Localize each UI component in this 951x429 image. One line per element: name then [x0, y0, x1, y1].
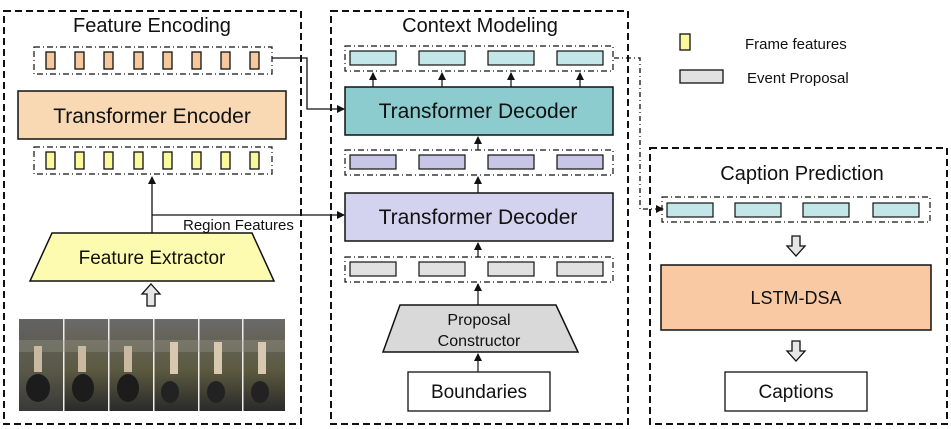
context-query-cell [556, 50, 604, 66]
event-proposal-cell [487, 261, 535, 277]
intermediate-query-cell [487, 154, 535, 170]
caption-query-cell [872, 202, 920, 218]
feature-extractor-label: Feature Extractor [79, 248, 226, 269]
video-frame-strip [19, 319, 285, 411]
encoded-feature-cell [220, 51, 231, 70]
transformer-decoder-bottom-block [344, 192, 614, 242]
frame-feature-row [33, 146, 273, 175]
down-arrow-icon [785, 340, 807, 362]
frame-feature-cell [133, 151, 144, 170]
encoded-to-decoder-arrow [272, 57, 345, 113]
caption-query-cell [666, 202, 714, 218]
intermediate-query-row [344, 149, 614, 176]
encoded-feature-cell [133, 51, 144, 70]
boundaries-label: Boundaries [431, 382, 527, 403]
intermediate-query-cell [418, 154, 466, 170]
context-query-cell [487, 50, 535, 66]
caption-query-row [661, 196, 931, 223]
caption-prediction-panel [649, 147, 948, 425]
event-proposal-legend-swatch [679, 69, 724, 84]
encoded-feature-cell [103, 51, 114, 70]
frame-feature-cell [249, 151, 260, 170]
lstm-dsa-label: LSTM-DSA [750, 288, 841, 308]
context-modeling-panel [330, 10, 629, 425]
transformer-decoder-bottom-label: Transformer Decoder [379, 206, 578, 229]
caption-query-cell [734, 202, 782, 218]
caption-prediction-title: Caption Prediction [720, 163, 883, 185]
encoded-feature-cell [162, 51, 173, 70]
boundaries-block [407, 371, 551, 412]
encoded-feature-cells [45, 51, 260, 70]
caption-query-cell [802, 202, 850, 218]
context-to-caption-arrow [614, 57, 664, 213]
frame-feature-cell [162, 151, 173, 170]
frame-features-legend-label: Frame features [745, 36, 847, 53]
frame-feature-cell [74, 151, 85, 170]
lstm-dsa-block [660, 264, 932, 331]
event-proposal-legend-label: Event Proposal [747, 70, 849, 87]
transformer-encoder-block [17, 90, 287, 140]
region-features-label: Region Features [183, 217, 294, 234]
down-arrow-icon [785, 235, 807, 257]
event-proposal-cell [349, 261, 397, 277]
feature-extractor-block [28, 232, 276, 282]
intermediate-query-cell [349, 154, 397, 170]
context-modeling-title: Context Modeling [402, 15, 558, 37]
feature-encoding-panel [3, 10, 302, 425]
context-query-cell [349, 50, 397, 66]
context-query-row [344, 45, 614, 72]
frame-feature-cell [103, 151, 114, 170]
encoded-feature-cell [45, 51, 56, 70]
legend: Frame features Event Proposal [679, 33, 849, 87]
proposal-constructor-block [381, 304, 580, 353]
event-proposal-cell [418, 261, 466, 277]
proposal-constructor-label-line2: Constructor [438, 333, 521, 350]
transformer-decoder-top-block [344, 86, 614, 136]
frame-feature-cell [45, 151, 56, 170]
encoded-feature-cell [74, 51, 85, 70]
frame-feature-cell [220, 151, 231, 170]
up-arrow-icon [140, 283, 162, 307]
encoded-feature-cell [249, 51, 260, 70]
frame-feature-cell [191, 151, 202, 170]
captions-block [724, 371, 868, 412]
proposal-constructor-label-line1: Proposal [447, 312, 510, 329]
frame-feature-cells [45, 151, 260, 170]
transformer-decoder-top-label: Transformer Decoder [379, 100, 578, 123]
captions-label: Captions [759, 382, 834, 403]
encoded-feature-row [33, 46, 273, 75]
context-query-cell [418, 50, 466, 66]
intermediate-query-cell [556, 154, 604, 170]
event-proposal-cell [556, 261, 604, 277]
event-proposal-row [344, 256, 614, 283]
encoded-feature-cell [191, 51, 202, 70]
transformer-encoder-label: Transformer Encoder [53, 105, 251, 128]
frame-features-legend-swatch [679, 33, 691, 51]
feature-encoding-title: Feature Encoding [73, 15, 231, 37]
